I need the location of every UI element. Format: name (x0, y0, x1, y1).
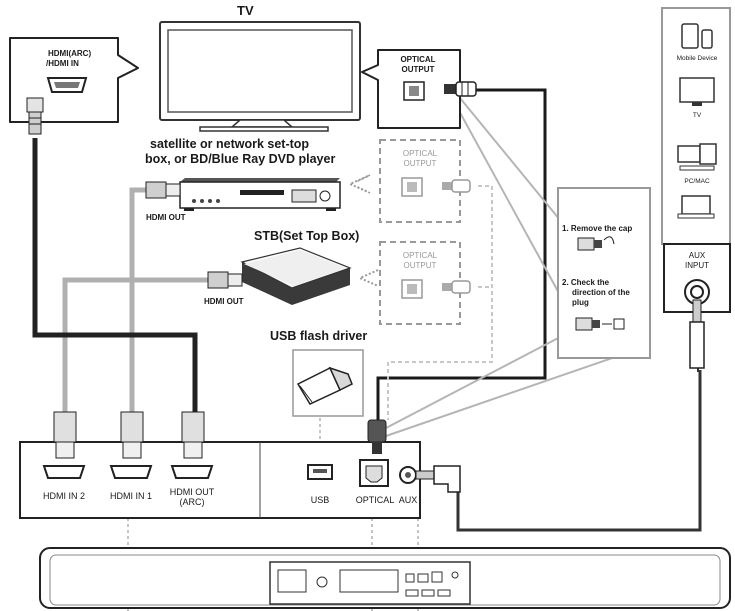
hdmi-plug-tv (26, 97, 44, 135)
connection-panel (19, 441, 421, 519)
dvd-player (179, 178, 341, 211)
instruction-step2-line2: direction of the (572, 288, 630, 297)
optical-callout-line1: OPTICAL (400, 55, 436, 64)
hdmi-arc-callout-line2: /HDMI IN (46, 59, 79, 68)
stb-box (240, 247, 352, 305)
player-hdmi-out-label: HDMI OUT (146, 213, 186, 222)
hdmi-plug-in2 (53, 411, 77, 459)
panel-optical-label: OPTICAL (355, 495, 395, 505)
cable-optical-tv-to-soundbar (376, 88, 547, 420)
aux-device-mobile: Mobile Device (676, 55, 718, 62)
tv (159, 21, 361, 132)
hdmi-plug-in1 (120, 411, 144, 459)
aux-device-tv: TV (692, 112, 702, 119)
stb-optical-callout (379, 241, 471, 325)
aux-input-line2: INPUT (685, 261, 709, 270)
stb-optical-line1: OPTICAL (402, 251, 438, 260)
instruction-step1: 1. Remove the cap (562, 224, 633, 233)
player-optical-line1: OPTICAL (402, 149, 438, 158)
optical-plug-tv (444, 81, 477, 97)
aux-plug-soundbar (415, 465, 461, 493)
optical-callout-line2: OUTPUT (401, 65, 435, 74)
hdmi-plug-stb (207, 271, 243, 289)
optical-output-callout (361, 49, 461, 129)
panel-hdmi-out-label-line2: (ARC) (179, 497, 205, 507)
instruction-panel (557, 187, 651, 359)
player-label-line1: satellite or network set-top (150, 137, 310, 151)
cable-aux (456, 370, 702, 532)
aux-devices-panel (661, 7, 731, 245)
stb-optical-line2: OUTPUT (403, 261, 437, 270)
cable-tv-arc-to-hdmi-out (32, 138, 198, 412)
stb-label: STB(Set Top Box) (254, 229, 360, 243)
panel-hdmi-in2-label: HDMI IN 2 (42, 491, 85, 501)
player-label-line2: box, or BD/Blue Ray DVD player (145, 152, 336, 166)
stb-hdmi-out-label: HDMI OUT (204, 297, 244, 306)
soundbar (39, 547, 731, 609)
optical-plug-soundbar (367, 419, 387, 454)
instruction-step2-line3: plug (572, 298, 589, 307)
usb-flash-label: USB flash driver (270, 329, 368, 343)
cable-optical-player-dashed (387, 185, 493, 420)
cable-stb-to-hdmi-in2 (62, 277, 210, 412)
panel-usb-label: USB (310, 495, 330, 505)
tv-label: TV (237, 3, 254, 18)
player-optical-line2: OUTPUT (403, 159, 437, 168)
hdmi-plug-player (145, 181, 181, 199)
hdmi-arc-callout-line1: HDMI(ARC) (48, 49, 92, 58)
panel-hdmi-in1-label: HDMI IN 1 (109, 491, 152, 501)
usb-flash-drive (292, 349, 364, 417)
panel-aux-label: AUX (398, 495, 418, 505)
aux-device-pc: PC/MAC (684, 178, 710, 185)
cable-player-to-hdmi-in1 (129, 187, 148, 412)
instruction-step2-line1: 2. Check the (562, 278, 610, 287)
panel-hdmi-out-label-line1: HDMI OUT (169, 487, 215, 497)
hdmi-plug-out (181, 411, 205, 459)
aux-input-line1: AUX (688, 251, 706, 260)
aux-input-box (663, 243, 731, 369)
player-optical-callout (379, 139, 471, 223)
